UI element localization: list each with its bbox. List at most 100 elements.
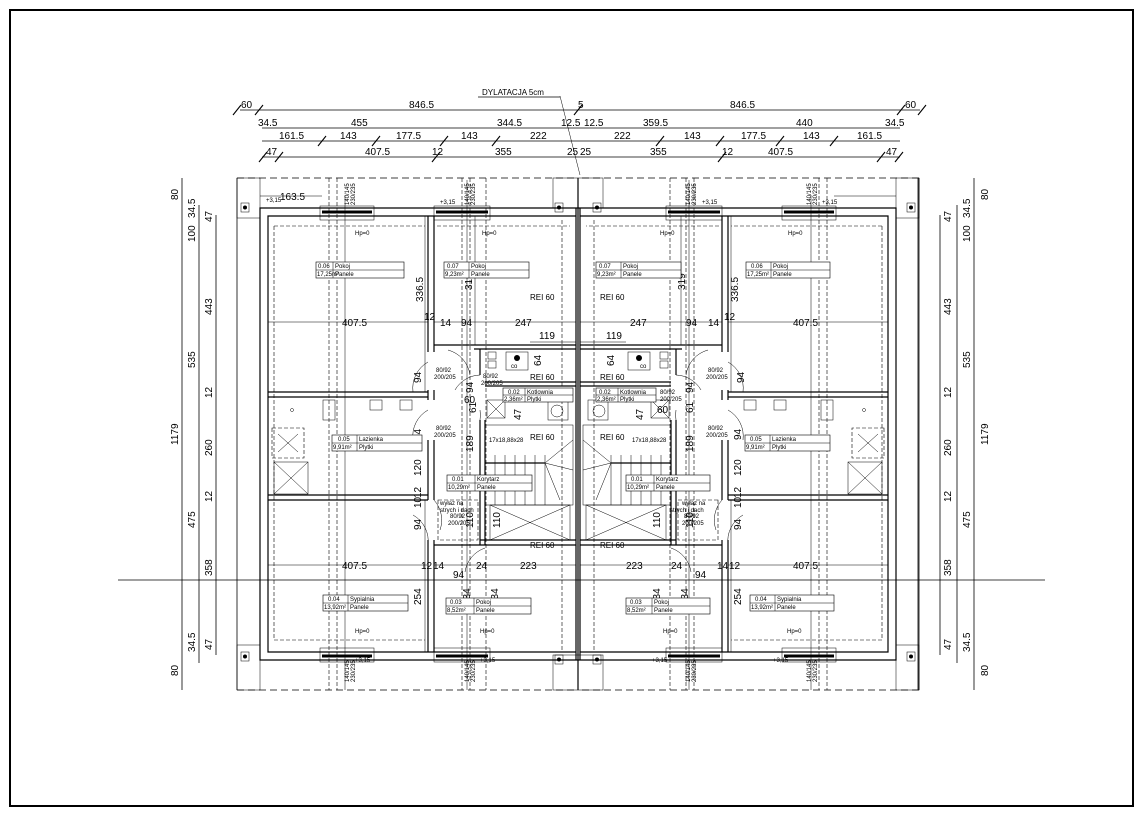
dim: 47 (204, 638, 215, 650)
room-finish: Panele (477, 485, 496, 491)
dim: 47 (635, 408, 646, 420)
fire-rating: REI 60 (530, 293, 555, 302)
dim: 24 (671, 561, 683, 572)
room-name: Lazienka (772, 437, 797, 443)
window-size: 230/235 (351, 660, 357, 682)
room-area: 9,91m² (746, 445, 765, 451)
room-finish: Panele (476, 608, 495, 614)
floor-level-label: Hp=0 (663, 629, 678, 635)
window-size: 140/145 (686, 660, 692, 682)
dim: 60 (464, 395, 476, 406)
dim: 234 (652, 588, 663, 605)
room-number: 0.06 (751, 264, 763, 270)
dim: 189 (465, 435, 476, 452)
dim: 177.5 (741, 131, 766, 142)
dim: 110 (685, 512, 696, 528)
window-size: 140/145 (345, 660, 351, 682)
room-number: 0.01 (631, 477, 643, 483)
drawing-sheet (9, 9, 1134, 807)
window-size: 230/235 (471, 660, 477, 682)
window-size: 140/145 (807, 183, 813, 205)
dim: 10 (413, 496, 424, 508)
room-area: 9,23m² (597, 272, 616, 278)
dim: 12.5 (584, 118, 604, 129)
dim: 407.5 (342, 318, 367, 329)
dim: 407.5 (793, 318, 818, 329)
dim: 60 (905, 100, 917, 111)
dim: 355 (650, 147, 667, 158)
dim: 100 (962, 225, 973, 242)
dim: 14 (440, 318, 452, 329)
room-number: 0.03 (450, 600, 462, 606)
dim: 14 (433, 561, 445, 572)
attic-hatch-label: strych i dach (670, 508, 704, 514)
dim: 61 (685, 401, 696, 413)
dim: 234 (680, 588, 691, 605)
room-finish: Plytki (359, 445, 373, 451)
side-dimensions (181, 178, 975, 690)
top-dimensions (232, 95, 927, 176)
dim: 94 (736, 371, 747, 383)
window-size: 140/145 (686, 183, 692, 205)
room-number: 0.01 (452, 477, 464, 483)
dim: 319 (464, 273, 475, 290)
dim: 120 (413, 459, 424, 476)
door-size: 80/92 (708, 368, 724, 374)
dim: 846.5 (730, 100, 755, 111)
dim: 80 (170, 188, 181, 200)
fire-rating-labels: REI 60 REI 60 REI 60 REI 60 REI 60 REI 6… (530, 293, 625, 550)
dim: 12 (204, 490, 215, 502)
room-number: 0.04 (328, 597, 340, 603)
level-marker: +3,15 (440, 200, 456, 206)
dim: 34.5 (187, 198, 198, 218)
room-area: 2,36m² (504, 397, 523, 403)
room-finish: Plytki (772, 445, 786, 451)
level-marker: +3,15 (652, 658, 668, 664)
expansion-joint-label: DYLATACJA 5cm (482, 88, 544, 97)
fire-rating: REI 60 (530, 541, 555, 550)
window-size: 140/145 (807, 660, 813, 682)
dim: 47 (266, 147, 278, 158)
window-size: 140/145 (465, 183, 471, 205)
floor-level-label: Hp=0 (482, 231, 497, 237)
dim: 60 (241, 100, 253, 111)
room-name: Korytarz (656, 477, 678, 483)
top-dimension-labels: 60 846.5 5 846.5 60 34.5 455 344.5 12.5 … (241, 100, 917, 158)
dim: 47 (513, 408, 524, 420)
room-area: 17,25m² (747, 272, 769, 278)
dim: 94 (733, 518, 744, 530)
dim: 34.5 (962, 632, 973, 652)
room-finish: Plytki (620, 397, 634, 403)
dim: 100 (187, 225, 198, 242)
dim: 47 (943, 210, 954, 222)
level-marker: +3,15 (773, 658, 789, 664)
dim: 359.5 (643, 118, 668, 129)
dim: 163.5 (280, 192, 305, 203)
dim: 5 (578, 100, 584, 111)
dim: 12.5 (561, 118, 581, 129)
door-size: 80/92 (660, 390, 676, 396)
dim: 94 (413, 428, 424, 440)
dim: 407.5 (768, 147, 793, 158)
dim: 143 (684, 131, 701, 142)
room-name: Pokoj (623, 264, 638, 270)
fire-rating: REI 60 (600, 541, 625, 550)
room-name: Lazienka (359, 437, 384, 443)
room-number: 0.02 (508, 390, 520, 396)
room-finish: Panele (773, 272, 792, 278)
window-size: 230/235 (813, 660, 819, 682)
dim: 161.5 (857, 131, 882, 142)
dim: 80 (980, 188, 991, 200)
door-size: 80/92 (684, 514, 700, 520)
dim: 344.5 (497, 118, 522, 129)
dim: 25 (580, 147, 592, 158)
level-marker: +3,15 (266, 198, 282, 204)
boiler-label: co (511, 364, 518, 370)
